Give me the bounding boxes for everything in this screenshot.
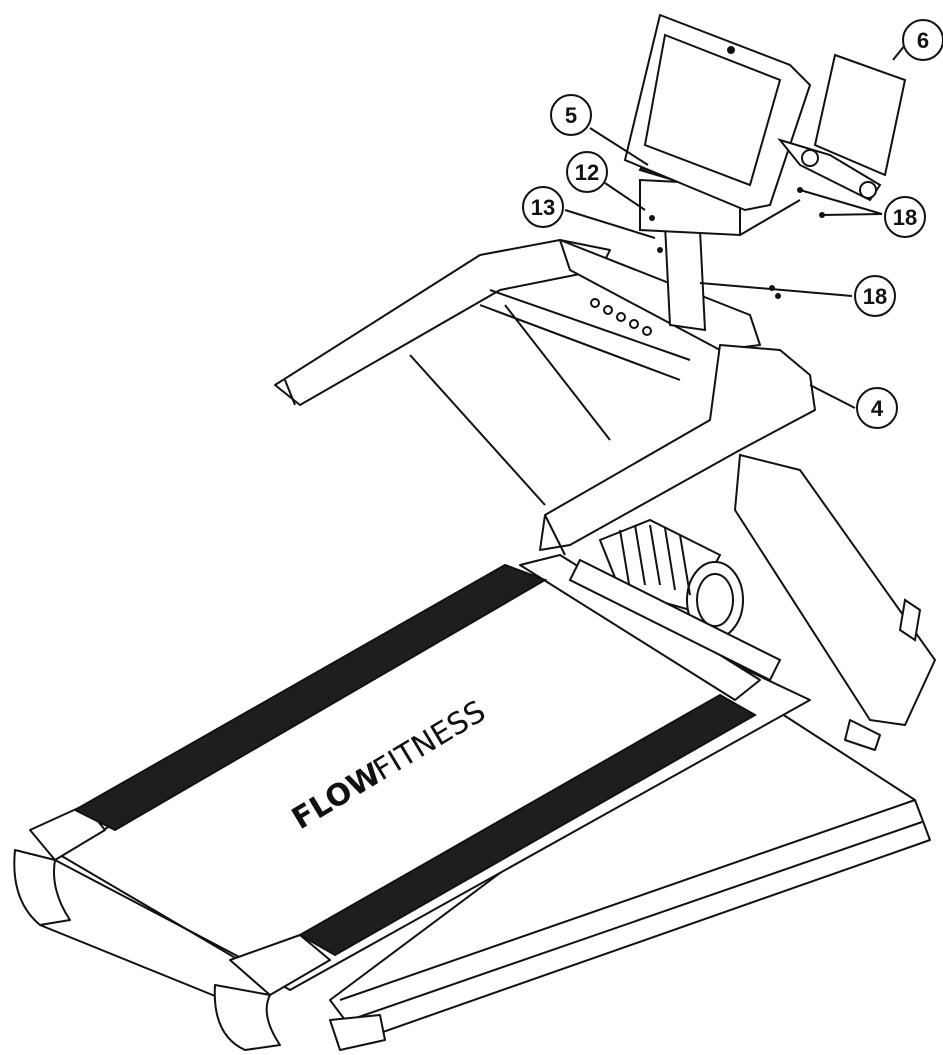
callout-6: 6 — [902, 19, 943, 61]
callout-4-label: 4 — [871, 396, 884, 421]
leader-line-18a — [799, 189, 883, 216]
callout-12-label: 12 — [575, 160, 599, 185]
callout-5: 5 — [550, 94, 592, 136]
camera-icon — [727, 46, 735, 54]
handlebar-frame — [274, 239, 816, 556]
callout-5-label: 5 — [565, 103, 577, 128]
callout-18a: 18 — [884, 196, 926, 238]
leader-line-12 — [604, 182, 646, 211]
callout-18b: 18 — [854, 275, 896, 317]
callout-13: 13 — [522, 186, 564, 228]
side-rail-strips — [72, 563, 758, 957]
motor-assembly — [568, 518, 782, 682]
leader-line-18b — [699, 282, 853, 297]
leader-line-4 — [809, 384, 856, 409]
callout-13-label: 13 — [531, 195, 555, 220]
leader-line-6 — [892, 44, 906, 61]
tablet-holder — [739, 53, 907, 236]
right-rail-strip — [297, 693, 758, 957]
callout-18b-label: 18 — [863, 284, 887, 309]
left-rail-strip — [72, 563, 548, 832]
callout-18a-label: 18 — [893, 205, 917, 230]
callout-6-label: 6 — [917, 28, 929, 53]
leader-line-13 — [564, 209, 656, 239]
callout-4: 4 — [856, 387, 898, 429]
handlebar-buttons — [590, 298, 652, 336]
leader-line-5 — [589, 127, 649, 166]
callouts — [564, 44, 906, 409]
callout-12: 12 — [566, 151, 608, 193]
right-upright-cover — [733, 453, 937, 727]
console-screen — [623, 13, 812, 212]
